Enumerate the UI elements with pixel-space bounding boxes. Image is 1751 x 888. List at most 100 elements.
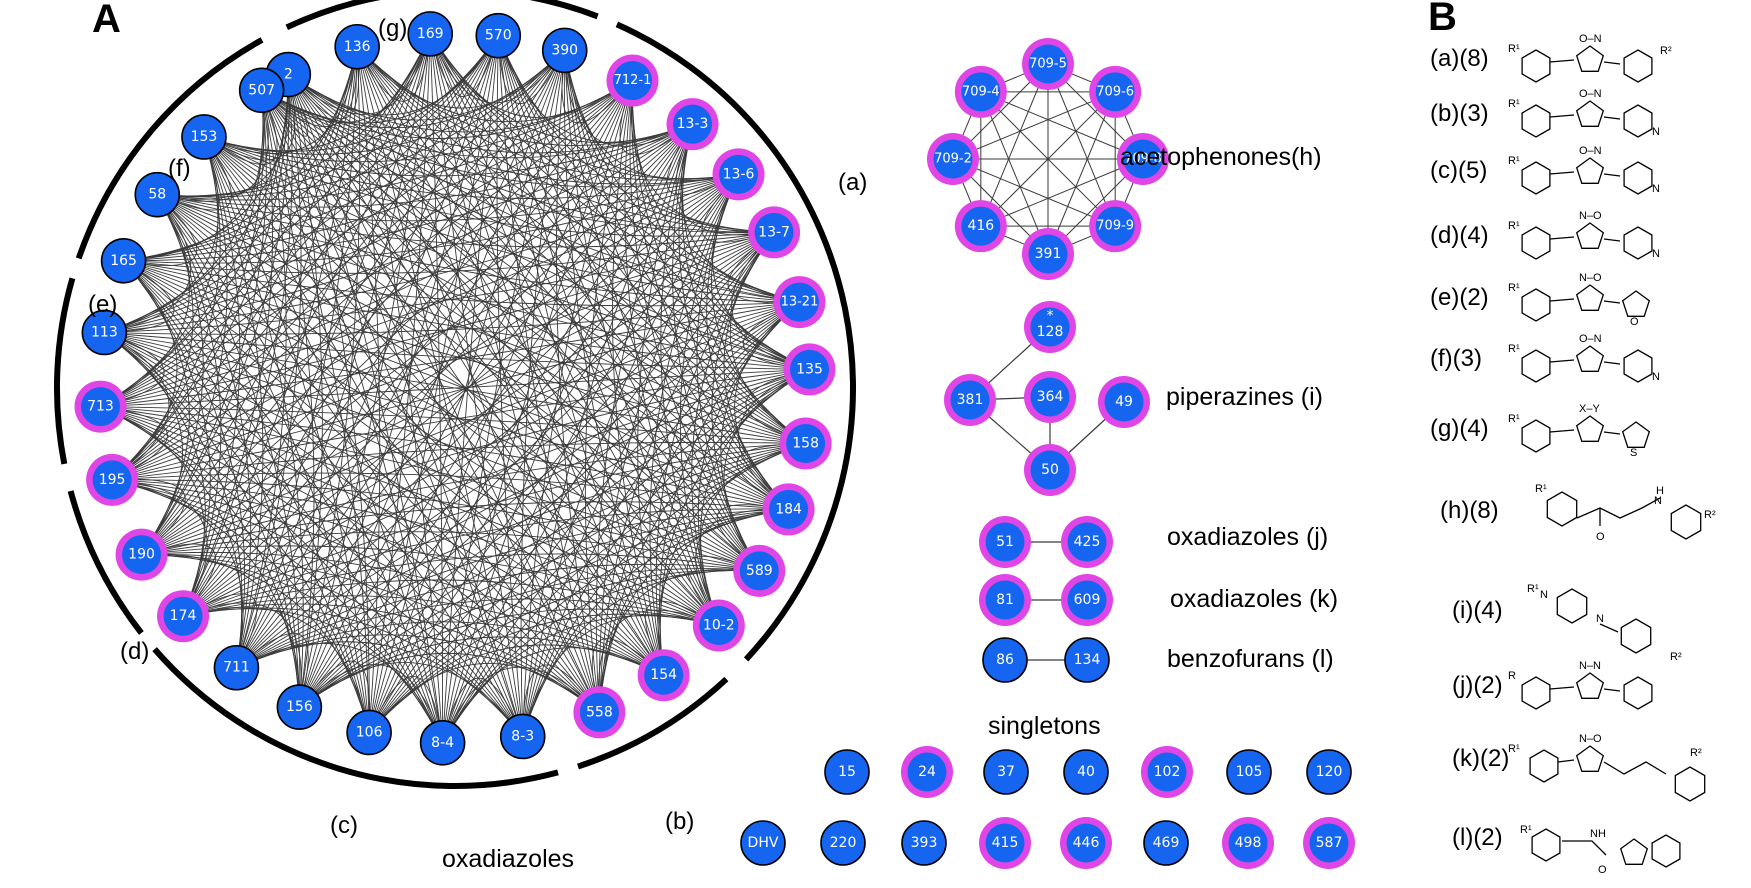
ring-edge bbox=[261, 80, 633, 139]
ring-edge bbox=[629, 80, 760, 572]
node-core bbox=[1067, 580, 1107, 620]
ring-edge bbox=[261, 90, 720, 626]
node-label: 174 bbox=[170, 608, 197, 624]
ring-edge bbox=[261, 89, 810, 370]
ring-edge bbox=[141, 551, 664, 676]
ring-edge bbox=[100, 406, 720, 626]
aceto-node-709-2: 709-2 bbox=[927, 133, 979, 185]
ring-edge bbox=[104, 90, 264, 333]
node-label: 425 bbox=[1074, 534, 1101, 550]
node-label: 195 bbox=[99, 472, 126, 488]
node-core bbox=[346, 709, 392, 756]
pair-node-51: 51 bbox=[979, 516, 1031, 568]
ring-edge bbox=[261, 90, 524, 737]
node-label: 8-3 bbox=[511, 728, 534, 744]
ring-node-589: 589 bbox=[733, 544, 786, 597]
node-label: 446 bbox=[1073, 835, 1100, 851]
ring-node-158: 158 bbox=[779, 417, 832, 470]
ring-edge bbox=[236, 508, 789, 669]
ring-edge bbox=[261, 90, 600, 713]
atom-h: H bbox=[1656, 485, 1664, 497]
node-core bbox=[81, 309, 128, 356]
ring-node-507: 507 bbox=[238, 67, 285, 114]
aceto-edge bbox=[1047, 63, 1116, 227]
node-label: 153 bbox=[191, 129, 218, 145]
ring-edge bbox=[141, 80, 633, 556]
group-arc bbox=[53, 277, 76, 465]
ring-edge bbox=[442, 666, 600, 743]
ring-edge bbox=[104, 50, 566, 333]
ring-edge bbox=[236, 632, 309, 708]
ring-edge bbox=[104, 35, 499, 333]
ring-edge bbox=[299, 662, 524, 737]
ring-edge bbox=[182, 593, 258, 668]
node-label: 113 bbox=[91, 324, 118, 340]
ring-edge bbox=[104, 136, 219, 333]
ring-edge bbox=[104, 332, 600, 713]
r2-label: R² bbox=[1690, 747, 1702, 759]
node-label: 709-5 bbox=[1029, 57, 1067, 72]
ring-edge bbox=[429, 33, 775, 233]
ring-atoms: N–N bbox=[1579, 660, 1601, 672]
structure-label: (b)(3) bbox=[1430, 100, 1489, 127]
ring-edge bbox=[100, 332, 165, 408]
ring-edge bbox=[156, 194, 301, 708]
group-arc bbox=[67, 490, 144, 635]
ring-edge bbox=[584, 80, 633, 713]
node-core bbox=[961, 72, 1001, 112]
ring-edge bbox=[182, 553, 760, 617]
aceto-edge bbox=[980, 91, 1116, 227]
node-label: 393 bbox=[911, 835, 938, 851]
node-core bbox=[1104, 382, 1144, 422]
ring-edge bbox=[261, 90, 370, 733]
structure-phenyl-icon: RN–N bbox=[1508, 660, 1653, 710]
ring-edge bbox=[104, 332, 170, 481]
ring-node-169: 169 bbox=[407, 11, 454, 57]
piperazine-node-364: 364 bbox=[1024, 371, 1076, 423]
ring-edge bbox=[287, 74, 370, 733]
ring-node-712-1: 712-1 bbox=[606, 54, 659, 107]
ring-edge bbox=[156, 194, 222, 617]
node-core bbox=[769, 489, 809, 529]
ring-edge bbox=[157, 33, 431, 197]
aceto-node-391: 391 bbox=[1022, 228, 1074, 280]
node-core bbox=[790, 349, 830, 389]
ring-edge bbox=[111, 33, 431, 481]
node-core bbox=[1030, 450, 1070, 490]
ring-edge bbox=[123, 260, 370, 733]
ring-edge bbox=[261, 90, 665, 676]
ring-edge bbox=[156, 194, 370, 733]
pair-node-609: 609 bbox=[1061, 574, 1113, 626]
ring-edge bbox=[261, 89, 739, 188]
ring-edge bbox=[100, 406, 524, 737]
aceto-edge bbox=[980, 158, 1144, 227]
ring-edge bbox=[156, 194, 444, 743]
structure-2-pyridyl-icon: R¹O–NN bbox=[1508, 333, 1660, 383]
ring-edge bbox=[203, 136, 775, 237]
ring-node-13-7: 13-7 bbox=[748, 206, 801, 259]
ring-edge bbox=[298, 33, 431, 708]
singleton-node-DHV: DHV bbox=[740, 820, 786, 866]
r1-label: R¹ bbox=[1508, 343, 1520, 355]
section-label-f: (f) bbox=[168, 155, 191, 182]
node-core bbox=[213, 644, 260, 691]
structure-label: (i)(4) bbox=[1452, 597, 1503, 624]
ring-node-713: 713 bbox=[74, 380, 127, 433]
ring-edge bbox=[123, 173, 739, 264]
node-label: 364 bbox=[1037, 389, 1064, 405]
r1-label: R¹ bbox=[1508, 155, 1520, 167]
ring-edge bbox=[157, 136, 232, 211]
ring-node-8-4: 8-4 bbox=[419, 719, 466, 766]
ring-node-13-21: 13-21 bbox=[773, 276, 826, 329]
node-core bbox=[1064, 637, 1110, 683]
structure-styryl-icon: R¹N–OR² bbox=[1508, 733, 1706, 802]
ring-atoms: N–O bbox=[1579, 210, 1602, 222]
ring-edge bbox=[203, 136, 760, 572]
node-label: 13-21 bbox=[781, 295, 819, 310]
section-label-g: (g) bbox=[378, 15, 407, 42]
node-core bbox=[419, 719, 466, 766]
node-label: 13-7 bbox=[758, 224, 790, 240]
ring-edge bbox=[442, 677, 524, 743]
section-label-d: (d) bbox=[120, 638, 149, 665]
